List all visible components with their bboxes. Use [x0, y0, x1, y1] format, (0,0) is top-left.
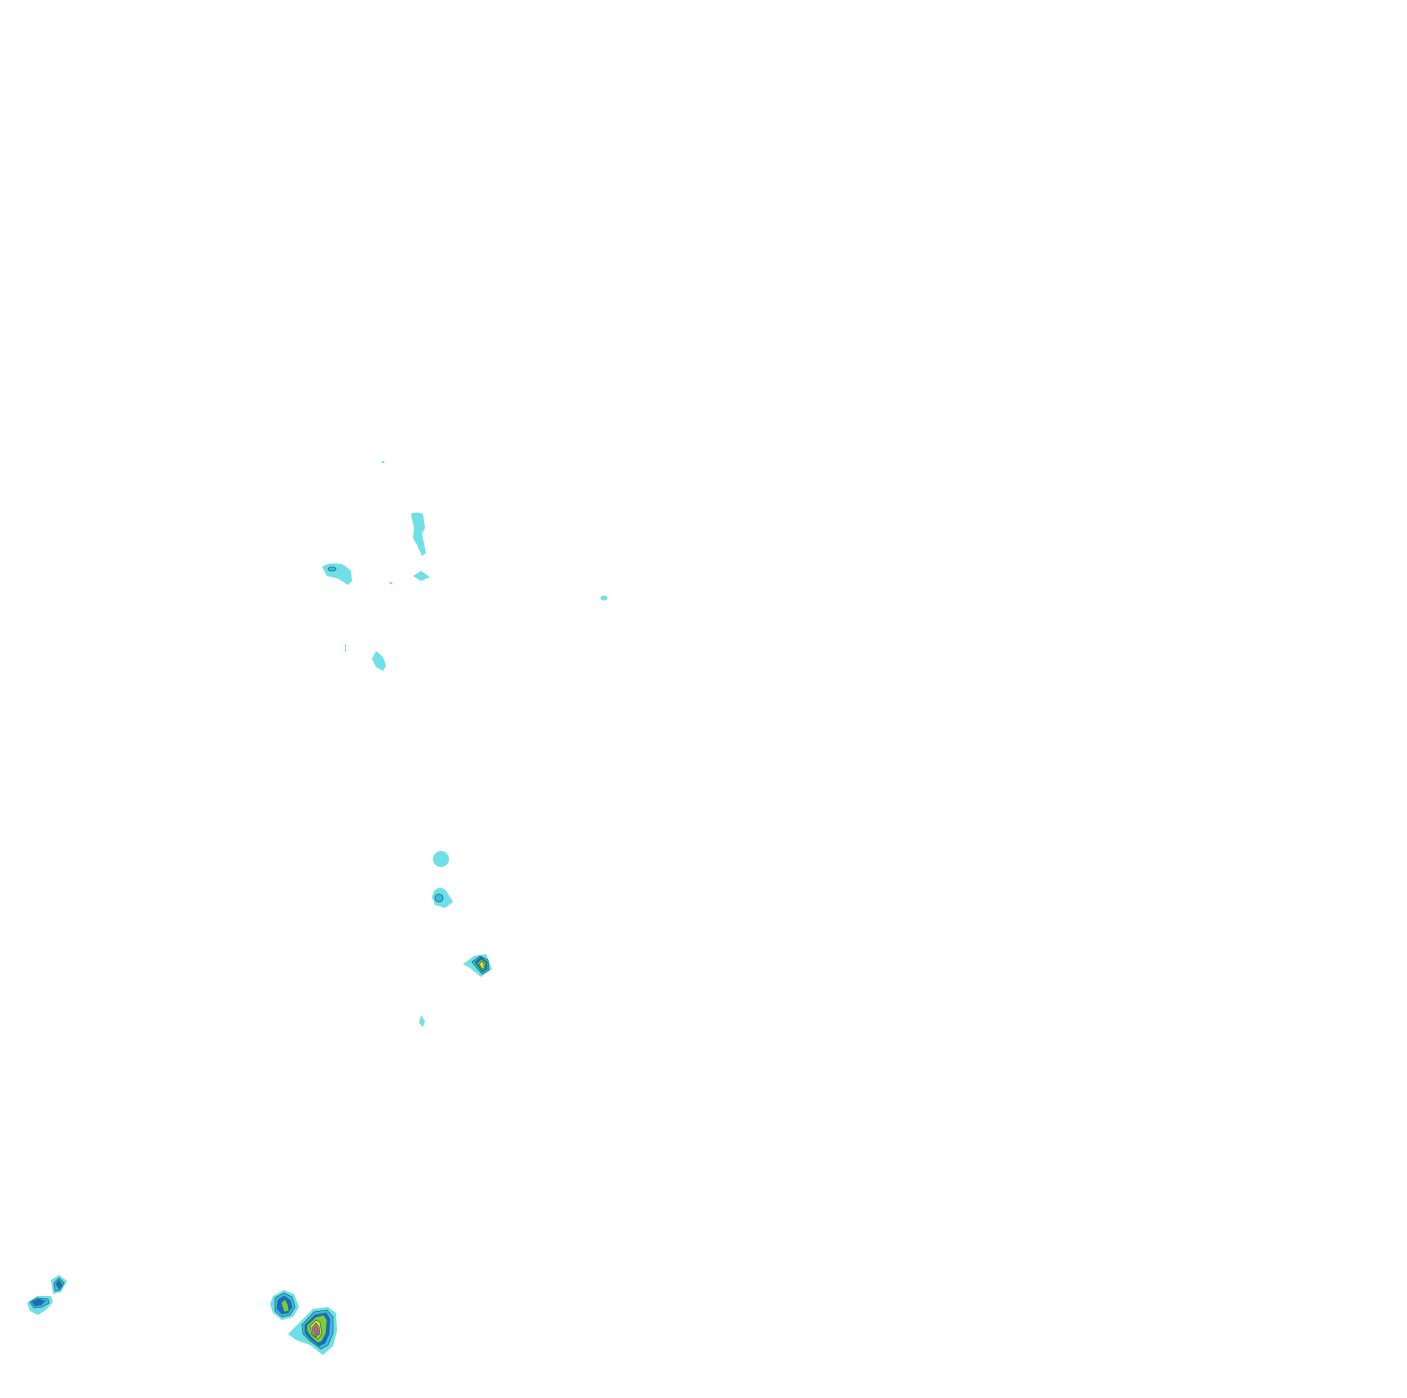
precipitation-cell [372, 651, 386, 671]
contour-level-1 [433, 851, 449, 867]
precipitation-cell [419, 1015, 425, 1027]
precipitation-cell [432, 887, 453, 908]
contour-level-1 [411, 512, 426, 556]
contour-level-3 [55, 1279, 63, 1290]
precipitation-cell [345, 644, 346, 652]
contour-level-1 [389, 582, 393, 584]
precipitation-cell [51, 1275, 67, 1294]
precipitation-cell [381, 461, 385, 463]
contour-level-1 [600, 595, 608, 601]
precipitation-cell [463, 954, 492, 977]
contour-level-1 [419, 1015, 425, 1027]
precipitation-cell [27, 1296, 53, 1315]
contour-level-7 [313, 1325, 319, 1336]
contour-level-1 [345, 644, 346, 652]
contour-level-3 [31, 1298, 46, 1307]
precipitation-cell [413, 571, 430, 581]
precipitation-cell [322, 563, 352, 585]
contour-level-1 [413, 571, 430, 581]
precipitation-cell [433, 851, 449, 867]
precipitation-cell [288, 1307, 337, 1355]
precipitation-cell [389, 582, 393, 584]
precipitation-cell [411, 512, 426, 556]
contour-level-2 [327, 566, 337, 572]
contour-level-4 [280, 1298, 290, 1313]
contour-level-2 [434, 893, 444, 903]
contour-level-1 [381, 461, 385, 463]
precipitation-cell [270, 1290, 299, 1320]
contour-level-5 [478, 960, 485, 970]
precipitation-cell [600, 595, 608, 601]
contour-level-1 [372, 651, 386, 671]
